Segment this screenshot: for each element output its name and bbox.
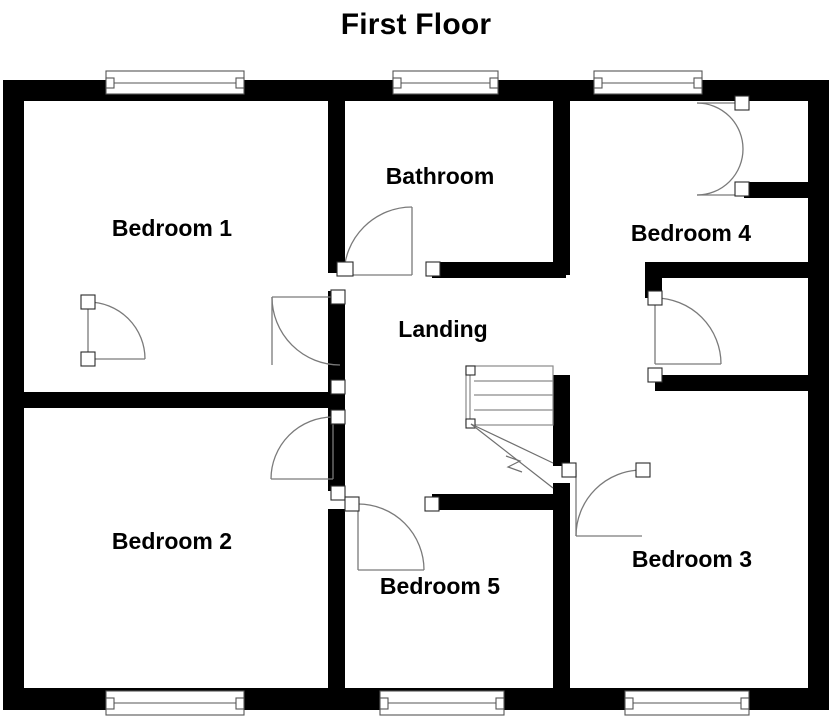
door-jamb-bath-a: [336, 261, 354, 277]
door-jamb-bed4-closet-a: [734, 95, 750, 111]
door-bedroom-4-closet-b: [696, 148, 750, 197]
windows: [105, 70, 750, 716]
room-label-bathroom: Bathroom: [386, 163, 495, 189]
door-jamb-bath-b: [425, 261, 441, 277]
door-jamb-bed1-a: [80, 294, 96, 310]
interior-wall-bed1-bed2: [3, 392, 345, 408]
interior-wall-bed5-left: [328, 509, 345, 690]
interior-wall-bed5-bed3: [553, 483, 570, 690]
door-jamb-bed4-b: [647, 367, 663, 383]
window-bedroom-3-bottom: [624, 690, 750, 716]
stair-direction-arrow: [505, 455, 523, 473]
interior-wall-bathroom-bottom: [432, 262, 566, 278]
stair-winder-line: [470, 423, 554, 464]
window-bedroom-2-bottom: [105, 690, 245, 716]
room-label-bedroom-2: Bedroom 2: [112, 528, 232, 554]
room-labels: Bedroom 1 Bathroom Bedroom 4 Landing Bed…: [112, 163, 752, 599]
door-jamb-landing-bed1-b: [330, 379, 346, 395]
room-label-bedroom-4: Bedroom 4: [631, 220, 751, 246]
door-jamb-bed2-a: [330, 409, 346, 425]
door-bedroom-5: [344, 496, 440, 571]
doors: [80, 95, 750, 571]
interior-wall-bed4-stub: [645, 262, 662, 298]
page-title: First Floor: [340, 8, 492, 41]
exterior-wall-right: [808, 80, 829, 710]
door-bedroom-4: [647, 290, 722, 383]
door-jamb-bed4-closet-b: [734, 181, 750, 197]
door-jamb-bed5-b: [424, 496, 440, 512]
door-landing-bed1: [271, 289, 346, 395]
interior-wall-bed2-landing: [328, 403, 345, 491]
room-label-bedroom-1: Bedroom 1: [112, 215, 232, 241]
door-jamb-bed5-a: [344, 496, 360, 512]
window-bedroom-5-bottom: [379, 690, 505, 716]
door-bedroom-2: [270, 409, 346, 501]
interior-wall-bed4-alcove: [744, 182, 810, 198]
interior-wall-bed5-top: [432, 494, 570, 510]
door-bedroom-3: [561, 462, 651, 537]
interior-walls: [3, 80, 810, 690]
door-jamb-bed2-b: [330, 485, 346, 501]
room-label-bedroom-5: Bedroom 5: [380, 573, 500, 599]
stair-newel-top: [465, 365, 476, 376]
interior-wall-bed4-bed3: [655, 375, 809, 391]
door-jamb-bed4-a: [647, 290, 663, 306]
door-bedroom-1: [80, 294, 146, 367]
room-label-bedroom-3: Bedroom 3: [632, 546, 752, 572]
door-jamb-landing-bed1-a: [330, 289, 346, 305]
interior-wall-bed1-landing: [328, 291, 345, 403]
interior-wall-landing-bed4: [645, 262, 809, 278]
room-label-landing: Landing: [398, 316, 487, 342]
stair-newel-bottom: [465, 418, 476, 429]
interior-wall-landing-bed3-upper: [553, 375, 570, 466]
window-bedroom-1-top: [105, 70, 245, 95]
interior-wall-bed1-bath: [328, 80, 345, 273]
stair-winder-line: [470, 423, 554, 489]
door-bathroom: [336, 206, 441, 277]
door-jamb-bed3-b: [561, 462, 577, 478]
window-bathroom-top: [392, 70, 499, 95]
door-bedroom-4-closet-a: [696, 95, 750, 150]
window-bedroom-4-top: [593, 70, 703, 95]
door-jamb-bed3-a: [635, 462, 651, 478]
interior-wall-bath-bed4: [553, 80, 570, 275]
staircase: [465, 365, 554, 489]
door-jamb-bed1-b: [80, 351, 96, 367]
